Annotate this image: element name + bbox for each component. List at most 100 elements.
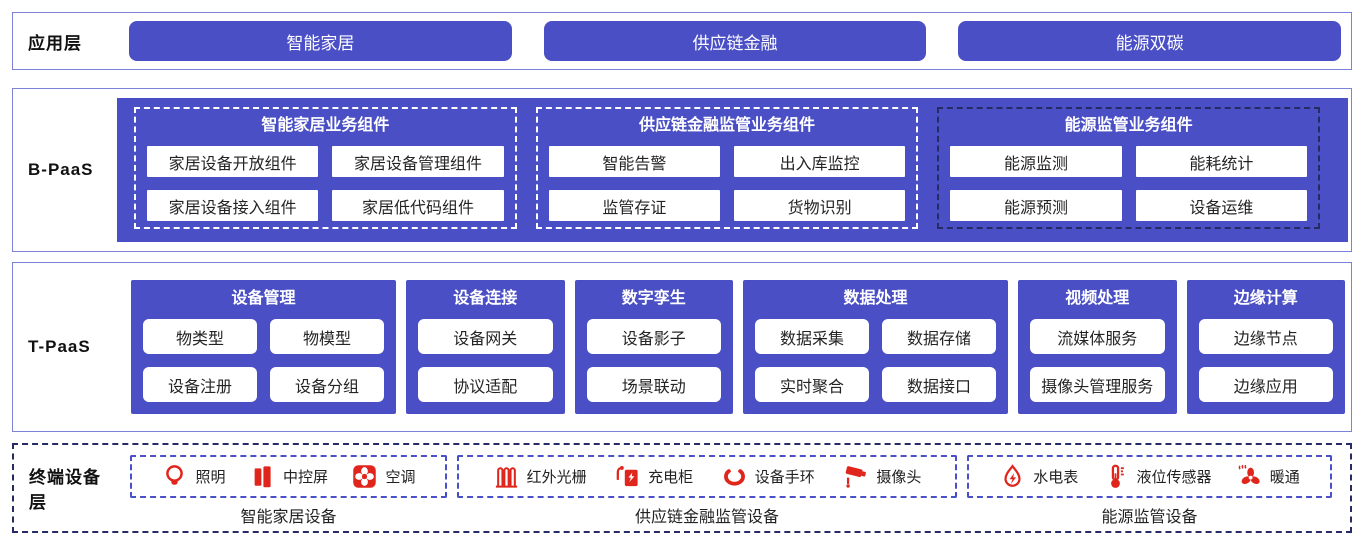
bpaas-group-title: 能源监管业务组件 [1064, 117, 1193, 134]
tpaas-group-device-management: 设备管理 物类型 物模型 设备注册 设备分组 [131, 280, 397, 414]
bpaas-layer: B-PaaS 智能家居业务组件 家居设备开放组件 家居设备管理组件 家居设备接入… [12, 88, 1352, 252]
device-section-energy: 水电表 液位传感器 [967, 455, 1332, 527]
bpaas-group-title: 智能家居业务组件 [261, 117, 390, 134]
component-box: 家居设备管理组件 [332, 146, 504, 177]
device-label: 水电表 [1033, 469, 1079, 486]
capability-box: 数据接口 [882, 367, 997, 402]
layer-label-application: 应用层 [28, 33, 82, 53]
utility-meter-icon [1004, 464, 1021, 487]
capability-box: 数据存储 [882, 319, 997, 354]
capability-box: 设备注册 [143, 367, 258, 402]
capability-box: 场景联动 [586, 367, 721, 402]
charging-cabinet-icon [616, 466, 638, 487]
component-box: 能源监测 [950, 146, 1122, 177]
component-box: 出入库监控 [734, 146, 906, 177]
device-item: 照明 [161, 463, 226, 490]
tpaas-groups: 设备管理 物类型 物模型 设备注册 设备分组 设备连接 设备网关 协议适配 数字… [131, 280, 1345, 414]
wristband-icon [723, 469, 745, 486]
capability-box: 摄像头管理服务 [1030, 367, 1165, 402]
app-block-energy-dual-carbon: 能源双碳 [958, 21, 1342, 61]
device-label: 设备手环 [754, 469, 815, 486]
terminal-device-layer: 终端设备层 照明 [12, 443, 1352, 533]
device-section-caption: 能源监管设备 [1101, 509, 1198, 526]
infrared-grating-icon [495, 467, 517, 488]
capability-box: 设备网关 [418, 319, 553, 354]
tpaas-layer: T-PaaS 设备管理 物类型 物模型 设备注册 设备分组 设备连接 设备网关 … [12, 262, 1352, 432]
capability-box: 边缘应用 [1198, 367, 1333, 402]
hvac-icon [1238, 464, 1260, 485]
control-screen-icon [254, 466, 271, 488]
capability-box: 物类型 [143, 319, 258, 354]
tpaas-group-edge-computing: 边缘计算 边缘节点 边缘应用 [1186, 280, 1345, 414]
device-item: 中控屏 [249, 463, 328, 490]
bpaas-group-grid: 家居设备开放组件 家居设备管理组件 家居设备接入组件 家居低代码组件 [147, 146, 504, 221]
capability-box: 数据采集 [755, 319, 870, 354]
tpaas-group-title: 设备连接 [453, 290, 518, 307]
capability-box: 实时聚合 [755, 367, 870, 402]
component-box: 智能告警 [548, 146, 720, 177]
capability-box: 设备分组 [270, 367, 385, 402]
component-box: 设备运维 [1135, 190, 1308, 221]
component-box: 家居设备接入组件 [147, 190, 319, 221]
device-item: 水电表 [999, 463, 1078, 490]
device-label: 液位传感器 [1136, 469, 1212, 486]
device-label: 摄像头 [876, 469, 922, 486]
application-layer: 应用层 智能家居 供应链金融 能源双碳 [12, 12, 1352, 70]
device-strip: 照明 中控屏 [130, 455, 447, 498]
bpaas-group-smart-home: 智能家居业务组件 家居设备开放组件 家居设备管理组件 家居设备接入组件 家居低代… [134, 107, 517, 229]
device-label: 暖通 [1269, 469, 1300, 486]
component-box: 监管存证 [548, 190, 720, 221]
tpaas-group-title: 数字孪生 [621, 290, 686, 307]
level-sensor-icon [1111, 464, 1125, 488]
layer-label-bpaas: B-PaaS [28, 160, 94, 179]
capability-box: 协议适配 [418, 367, 553, 402]
device-strip: 水电表 液位传感器 [967, 455, 1332, 498]
capability-box: 物模型 [270, 319, 385, 354]
device-label: 充电柜 [648, 469, 694, 486]
device-item: 液位传感器 [1102, 463, 1212, 490]
layer-label-devices: 终端设备层 [29, 468, 101, 512]
device-item: 设备手环 [721, 463, 815, 490]
tpaas-group-title: 数据处理 [843, 290, 908, 307]
device-section-caption: 供应链金融监管设备 [634, 509, 779, 526]
bpaas-group-grid: 能源监测 能耗统计 能源预测 设备运维 [950, 146, 1308, 221]
tpaas-group-title: 设备管理 [231, 290, 296, 307]
device-label: 中控屏 [282, 469, 328, 486]
camera-icon [846, 466, 867, 488]
bpaas-group-supply-chain: 供应链金融监管业务组件 智能告警 出入库监控 监管存证 货物识别 [535, 107, 919, 229]
bpaas-band: 智能家居业务组件 家居设备开放组件 家居设备管理组件 家居设备接入组件 家居低代… [117, 98, 1348, 242]
component-box: 家居低代码组件 [332, 190, 504, 221]
device-item: 空调 [351, 463, 416, 490]
device-item: 暖通 [1236, 463, 1300, 490]
device-sections: 照明 中控屏 [118, 445, 1350, 531]
component-box: 能耗统计 [1135, 146, 1308, 177]
tpaas-group-video-processing: 视频处理 流媒体服务 摄像头管理服务 [1018, 280, 1177, 414]
lightbulb-icon [166, 465, 184, 485]
device-item: 红外光栅 [493, 463, 587, 490]
device-label: 照明 [195, 469, 226, 486]
tpaas-group-title: 视频处理 [1065, 290, 1130, 307]
tpaas-group-digital-twin: 数字孪生 设备影子 场景联动 [574, 280, 733, 414]
capability-box: 设备影子 [586, 319, 721, 354]
layer-label-tpaas: T-PaaS [28, 337, 91, 356]
device-label: 红外光栅 [526, 469, 587, 486]
component-box: 能源预测 [950, 190, 1122, 221]
device-strip: 红外光栅 充电柜 [457, 455, 957, 498]
tpaas-group-data-processing: 数据处理 数据采集 数据存储 实时聚合 数据接口 [743, 280, 1009, 414]
component-box: 家居设备开放组件 [147, 146, 319, 177]
device-label: 空调 [385, 469, 416, 486]
app-block-smart-home: 智能家居 [129, 21, 512, 61]
device-section-smart-home: 照明 中控屏 [130, 455, 447, 527]
bpaas-group-title: 供应链金融监管业务组件 [639, 117, 816, 134]
device-item: 充电柜 [614, 463, 693, 490]
tpaas-group-device-connection: 设备连接 设备网关 协议适配 [406, 280, 565, 414]
capability-box: 流媒体服务 [1030, 319, 1165, 354]
tpaas-group-title: 边缘计算 [1233, 290, 1298, 307]
application-buttons: 智能家居 供应链金融 能源双碳 [117, 13, 1351, 69]
device-item: 摄像头 [842, 463, 921, 490]
capability-box: 边缘节点 [1198, 319, 1333, 354]
component-box: 货物识别 [734, 190, 906, 221]
bpaas-group-grid: 智能告警 出入库监控 监管存证 货物识别 [548, 146, 906, 221]
app-block-supply-chain-finance: 供应链金融 [543, 21, 927, 61]
